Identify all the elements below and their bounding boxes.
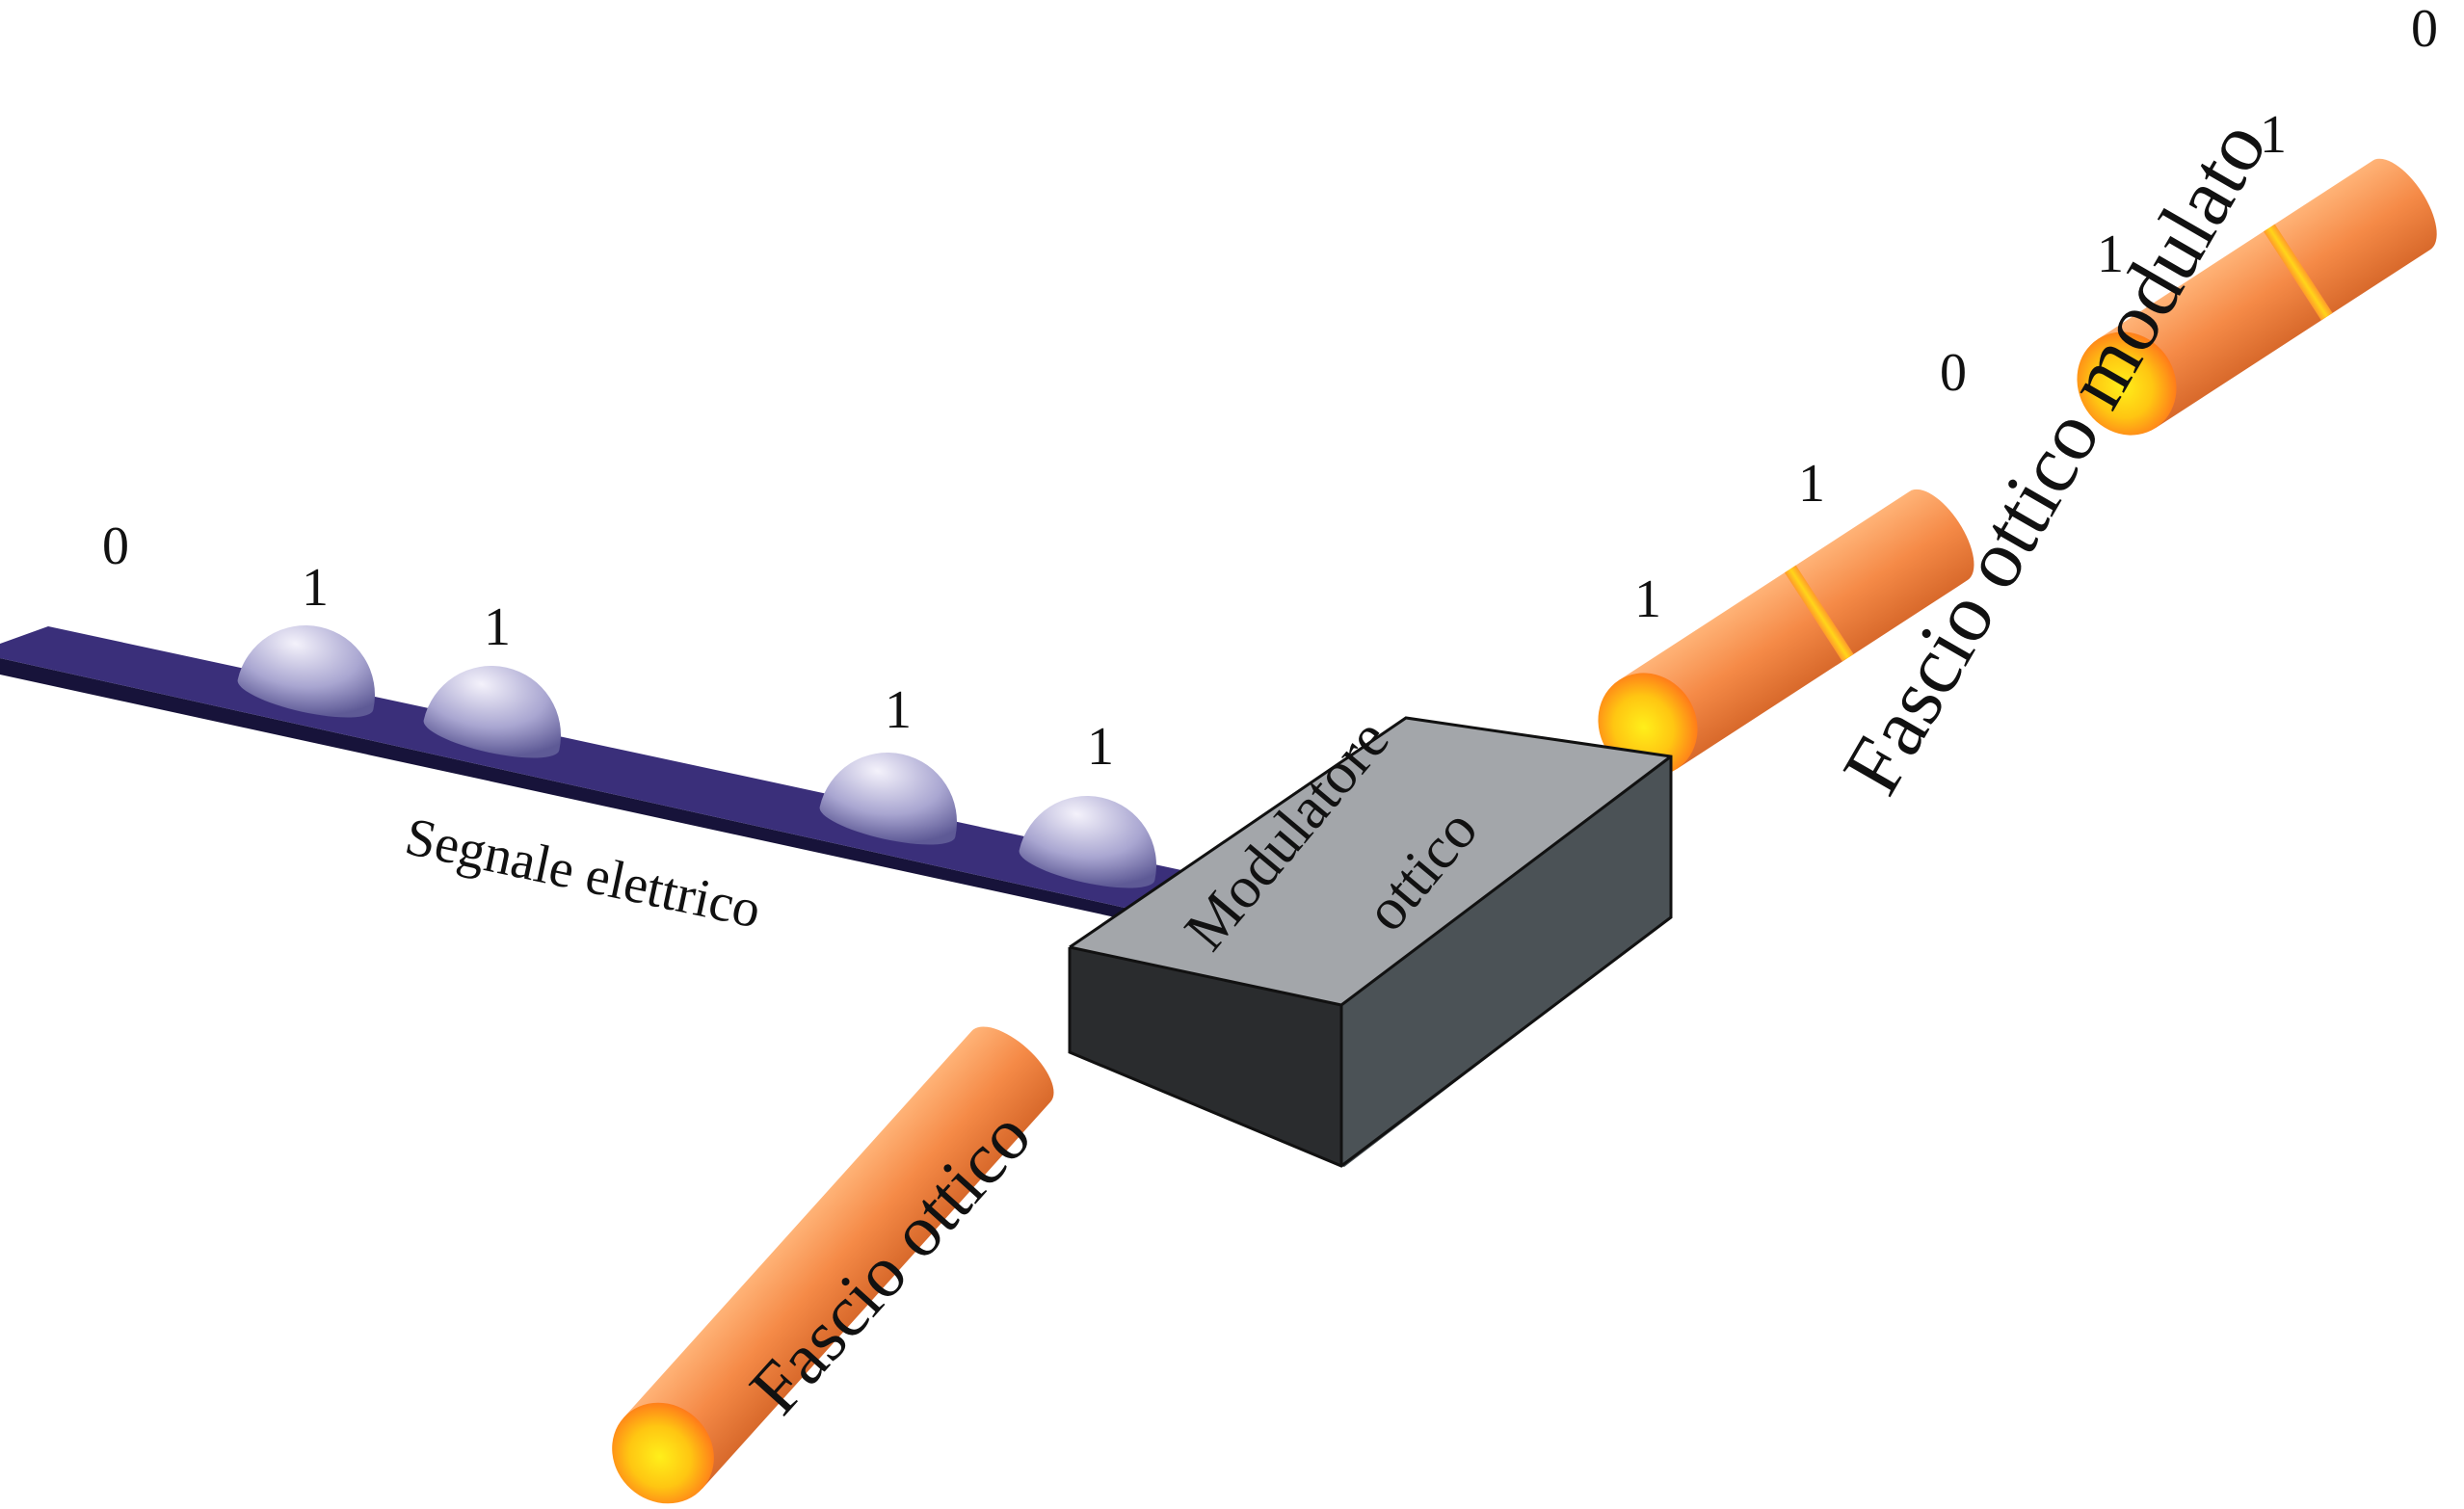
box-right-face: [1341, 756, 1671, 1166]
beam-cap: [2077, 331, 2177, 436]
electrical-bit-4: 1: [1087, 717, 1114, 777]
electrical-pulses: [237, 625, 1156, 888]
optical-bit-near-2: 0: [1940, 343, 1967, 403]
optical-bit-near-1: 1: [1798, 454, 1825, 514]
optical-bit-labels: 1 1 0 1 1 0: [1634, 0, 2438, 629]
pulse-1: [237, 625, 375, 718]
pulse-3: [819, 753, 957, 845]
box-left-face: [1070, 947, 1341, 1166]
electrical-bit-labels: 0 1 1 1 1: [102, 516, 1114, 777]
optical-bit-far-1: 1: [2260, 105, 2287, 165]
optical-bit-near-0: 1: [1634, 569, 1661, 629]
pulse-2: [423, 666, 561, 758]
modulated-beam-label: Fascio ottico modulato: [1824, 105, 2284, 809]
modulated-beam-far: [2077, 158, 2437, 436]
electrical-bit-2: 1: [484, 597, 511, 657]
pulse-4: [1019, 796, 1156, 888]
box-top-face: [1070, 718, 1671, 1005]
beam-gap: [1784, 565, 1854, 662]
electrical-bit-0: 0: [102, 516, 129, 576]
input-optical-beam: [612, 1026, 1054, 1504]
beam-gap: [2263, 224, 2333, 321]
optical-bit-far-2: 0: [2411, 0, 2438, 59]
electrical-bit-3: 1: [885, 680, 912, 740]
strip-edge: [0, 658, 1133, 921]
optical-bit-far-0: 1: [2097, 225, 2124, 284]
electrical-bit-1: 1: [302, 558, 329, 618]
optical-modulator-box: Modulatore ottico: [1068, 707, 1673, 1168]
box-outline: [1068, 716, 1673, 1168]
beam-cap: [612, 1402, 714, 1504]
